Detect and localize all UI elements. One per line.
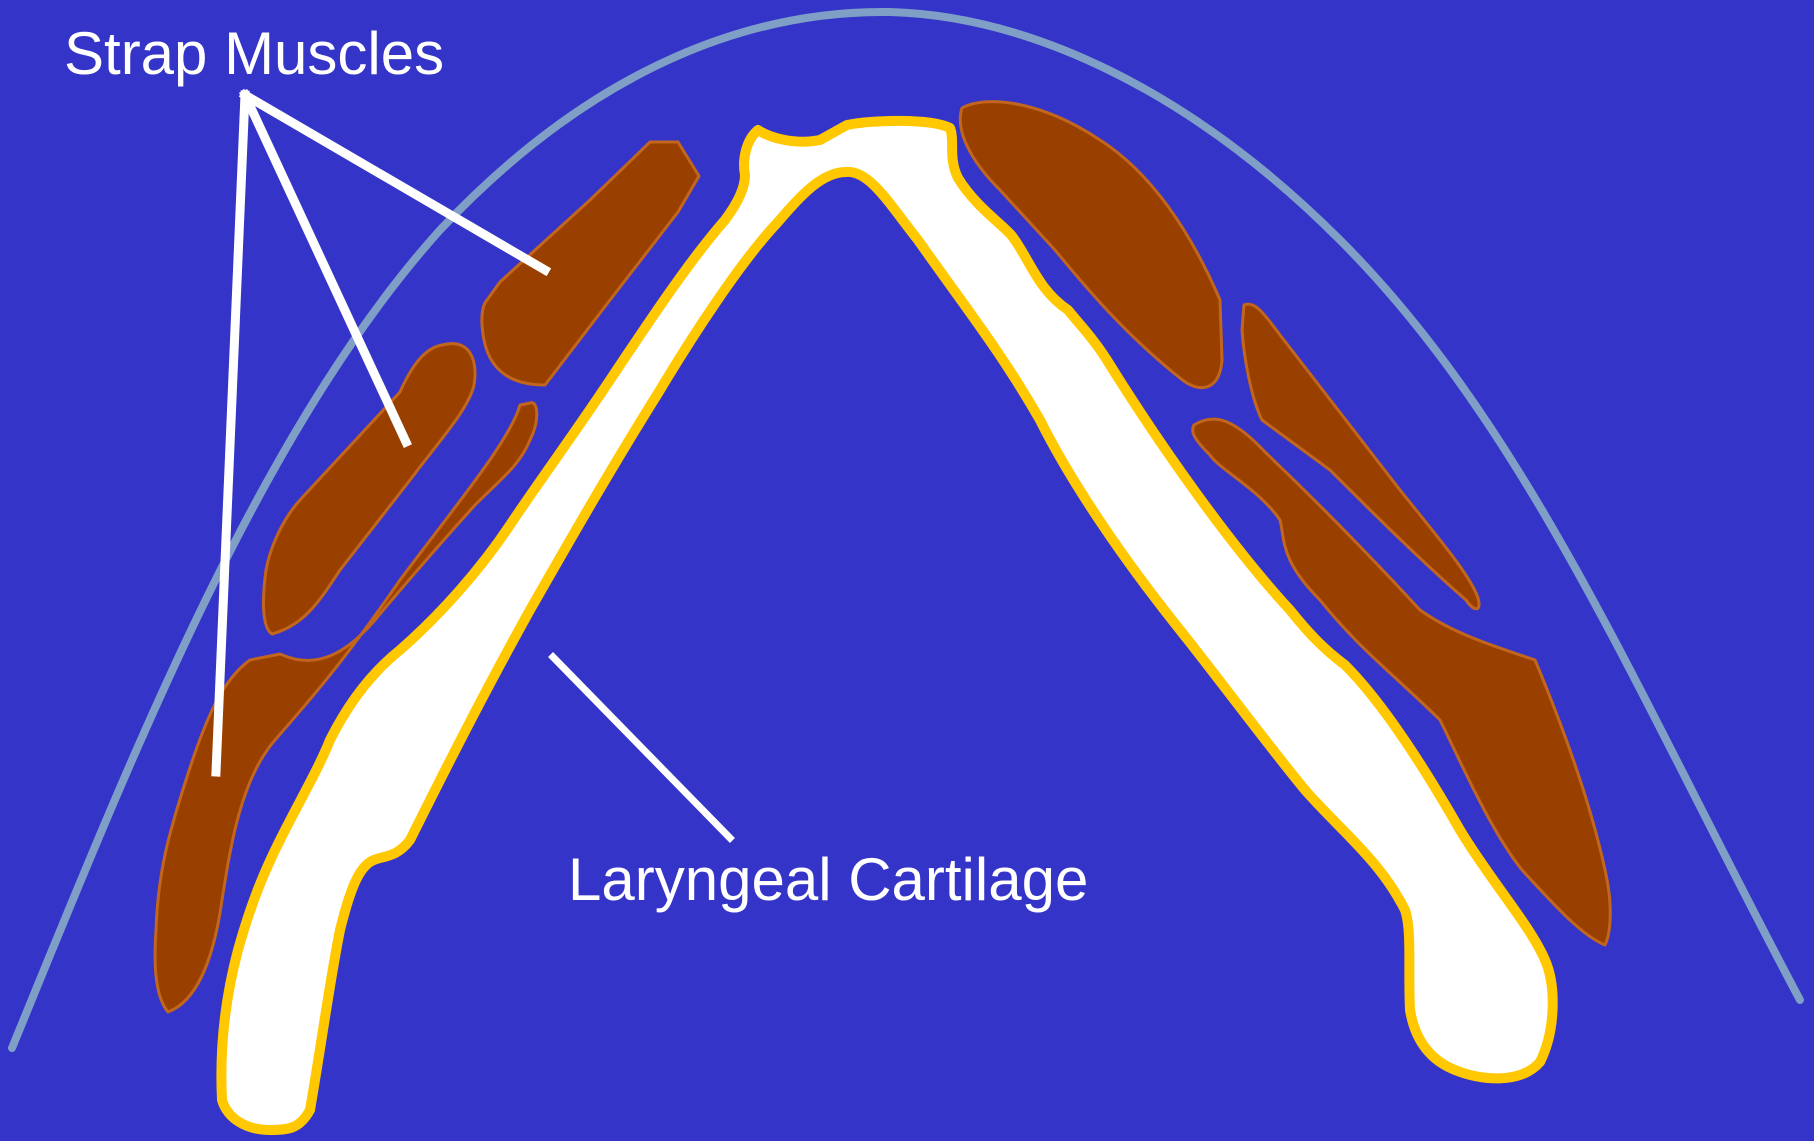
laryngeal-cartilage-label: Laryngeal Cartilage	[568, 846, 1088, 913]
strap-muscles-label: Strap Muscles	[64, 20, 444, 87]
